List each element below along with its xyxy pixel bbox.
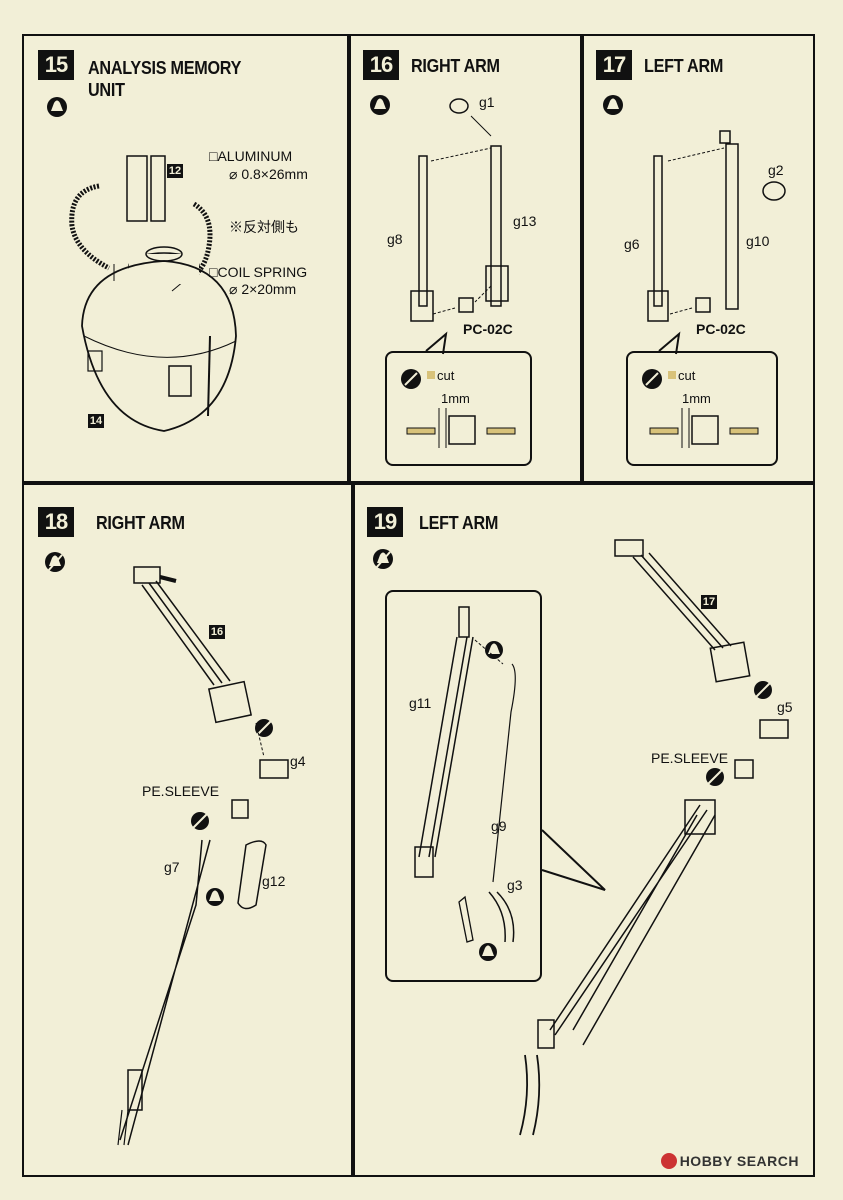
step-16-panel: 16 RIGHT ARM g1 g8 g13 PC-02C	[349, 34, 582, 483]
part-pc-02c: PC-02C	[696, 321, 746, 337]
step-title: RIGHT ARM	[96, 513, 185, 533]
part-g13: g13	[513, 213, 537, 229]
no-glue-icon	[45, 552, 65, 572]
memory-unit-drawing	[69, 155, 237, 432]
watermark: HOBBY SEARCH	[660, 1153, 799, 1169]
step-17-panel: 17 LEFT ARM g2 g6 g10 PC-02C cu	[582, 34, 815, 483]
left-arm-detail-drawing	[414, 606, 516, 961]
pe-sleeve-label: PE.SLEEVE	[651, 750, 729, 766]
left-arm-parts-drawing	[647, 130, 786, 355]
part-g7: g7	[164, 859, 180, 875]
cut-label: cut	[437, 368, 455, 383]
glue-icon	[370, 95, 390, 115]
part-g5: g5	[777, 699, 793, 715]
ref-step-12: 12	[167, 164, 183, 178]
step-title-line2: UNIT	[88, 80, 125, 100]
step-number: 17	[596, 50, 632, 80]
glue-icon	[47, 97, 67, 117]
ref-step-17: 17	[701, 595, 717, 609]
coil-spring-size: ⌀ 2×20mm	[229, 281, 297, 297]
step-15-panel: 15 ANALYSIS MEMORY UNIT 12 □ALUMINUM ⌀ 0…	[22, 34, 349, 483]
glue-icon	[603, 95, 623, 115]
coil-spring-label: □COIL SPRING	[209, 264, 308, 280]
ref-step-16: 16	[209, 625, 225, 639]
part-g3: g3	[507, 877, 523, 893]
pe-sleeve-label: PE.SLEEVE	[142, 783, 220, 799]
cut-label: cut	[678, 368, 696, 383]
step-number: 16	[363, 50, 399, 80]
cutter-icon	[401, 369, 435, 389]
step-number: 19	[367, 507, 403, 537]
watermark-text: HOBBY SEARCH	[679, 1153, 799, 1169]
step-number: 15	[38, 50, 74, 80]
aluminum-size: ⌀ 0.8×26mm	[229, 166, 308, 182]
detail-callout: g11 g9 g3	[385, 590, 542, 982]
part-g12: g12	[262, 873, 286, 889]
right-arm-assembly-drawing	[117, 566, 289, 1146]
cut-mm-label: 1mm	[441, 391, 470, 406]
hobby-search-logo-icon	[660, 1153, 677, 1169]
step-title: LEFT ARM	[419, 513, 499, 533]
step-19-panel: 19 LEFT ARM 17 g5 PE.SLEEVE g11 g9 g3	[353, 483, 815, 1177]
part-pc-02c: PC-02C	[463, 321, 513, 337]
part-g11: g11	[409, 695, 432, 711]
part-g4: g4	[290, 753, 306, 769]
step-title: ANALYSIS MEMORY UNIT	[88, 57, 241, 101]
left-arm-assembly-drawing	[519, 539, 789, 1136]
part-g1: g1	[479, 94, 495, 110]
part-g2: g2	[768, 162, 784, 178]
cut-callout: cut 1mm	[385, 351, 532, 466]
step-title: LEFT ARM	[644, 56, 724, 76]
step-title-line1: ANALYSIS MEMORY	[88, 58, 242, 78]
part-g10: g10	[746, 233, 770, 249]
step-title: RIGHT ARM	[411, 56, 500, 76]
ref-step-14: 14	[88, 414, 104, 428]
part-g6: g6	[624, 236, 640, 252]
part-g8: g8	[387, 231, 403, 247]
step-18-panel: 18 RIGHT ARM 16 g4 PE.SLEEVE g7 g12	[22, 483, 353, 1177]
cut-diagram	[649, 408, 759, 448]
aluminum-label: □ALUMINUM	[209, 148, 293, 164]
no-glue-icon	[373, 549, 393, 569]
right-arm-parts-drawing	[410, 98, 509, 355]
cutter-icon	[642, 369, 676, 389]
step-number: 18	[38, 507, 74, 537]
cut-diagram	[406, 408, 516, 448]
note-other-side: ※反対側も	[229, 219, 299, 235]
cut-mm-label: 1mm	[682, 391, 711, 406]
cut-callout: cut 1mm	[626, 351, 778, 466]
